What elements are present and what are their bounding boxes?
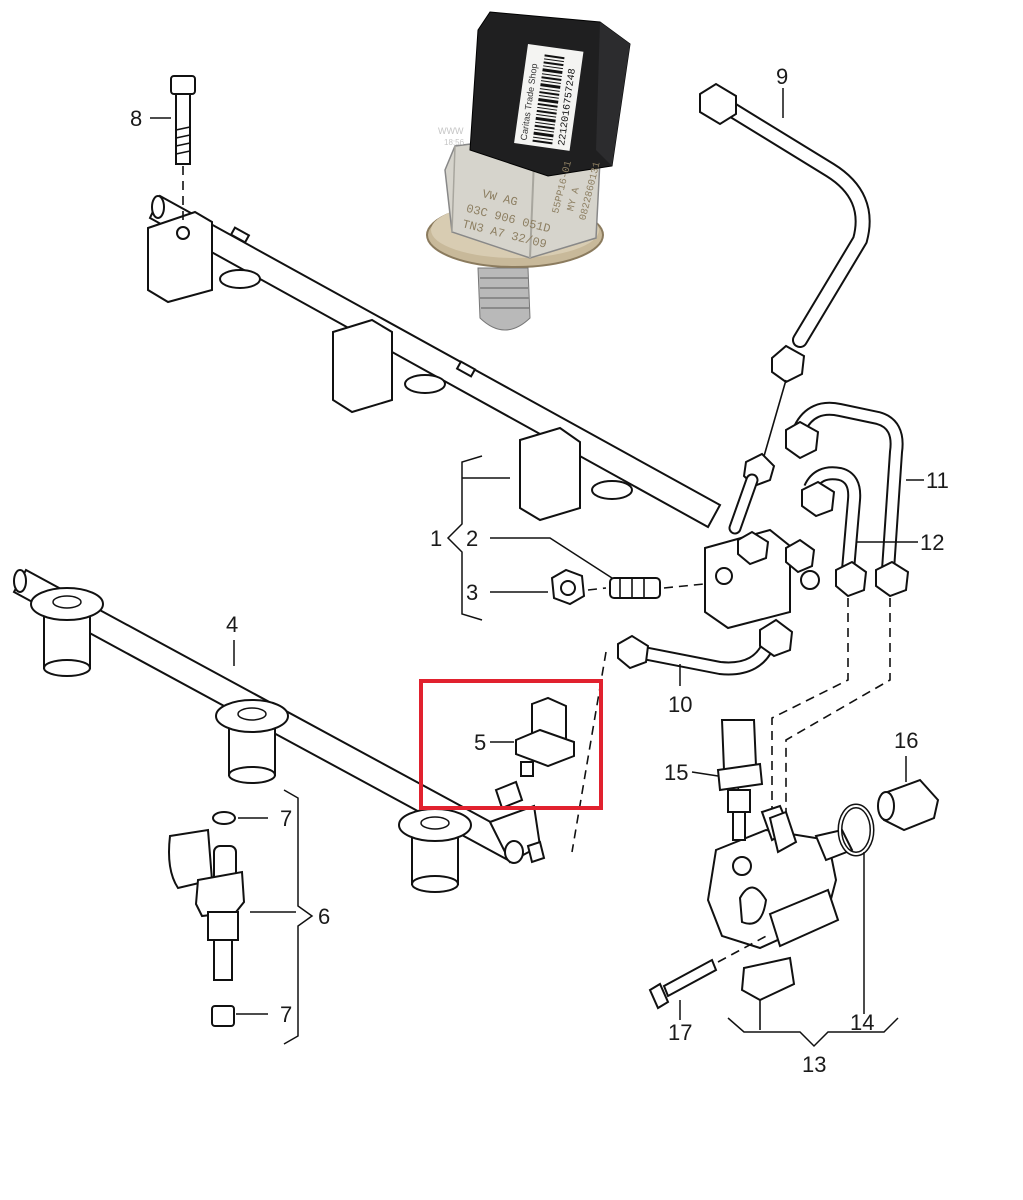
leader-lines [150, 88, 924, 1048]
highlight-box [419, 679, 603, 810]
photo-watermark: WWW [438, 126, 464, 136]
callout-11: 11 [926, 468, 949, 493]
sensor-15 [716, 719, 764, 841]
callout-16: 16 [894, 728, 918, 753]
callout-12: 12 [920, 530, 944, 555]
callout-14: 14 [850, 1010, 874, 1035]
injector-cup-2 [215, 699, 289, 784]
fuel-line-9 [699, 82, 871, 566]
callout-10: 10 [668, 692, 692, 717]
injector-6 [168, 811, 296, 1027]
cap-16 [877, 778, 940, 832]
callout-labels: 1 2 3 4 5 6 7 7 8 9 10 11 12 13 14 15 16… [130, 64, 949, 1077]
callout-7-top: 7 [280, 806, 292, 831]
pressure-sensor-5 [515, 696, 575, 777]
callout-3: 3 [466, 580, 478, 605]
callout-4: 4 [226, 612, 238, 637]
lower-fuel-rail [12, 568, 546, 893]
callout-8: 8 [130, 106, 142, 131]
fuel-line-11 [785, 401, 910, 598]
injector-cup-1 [30, 587, 104, 677]
callout-2: 2 [466, 526, 478, 551]
callout-7-bottom: 7 [280, 1002, 292, 1027]
photo-watermark-time: 18:56 [444, 138, 465, 147]
high-pressure-pump [706, 804, 854, 1030]
barcode [532, 54, 565, 145]
injector-cup-3 [398, 808, 472, 893]
callout-15: 15 [664, 760, 688, 785]
callout-9: 9 [776, 64, 788, 89]
fuel-line-10 [617, 618, 794, 676]
callout-6: 6 [318, 904, 330, 929]
bolt-8 [170, 75, 196, 220]
valve-2 [587, 577, 705, 599]
plug-3 [550, 568, 586, 606]
upper-fuel-rail [147, 194, 820, 652]
pressure-sensor-photo: Caritas Trade Shop 2212016757248 VW AG 0… [426, 11, 631, 331]
callout-13: 13 [802, 1052, 826, 1077]
callout-17: 17 [668, 1020, 692, 1045]
bolt-17 [648, 933, 771, 1010]
callout-1: 1 [430, 526, 442, 551]
seal-14 [837, 803, 875, 857]
fuel-line-12 [785, 466, 868, 598]
callout-5: 5 [474, 730, 486, 755]
